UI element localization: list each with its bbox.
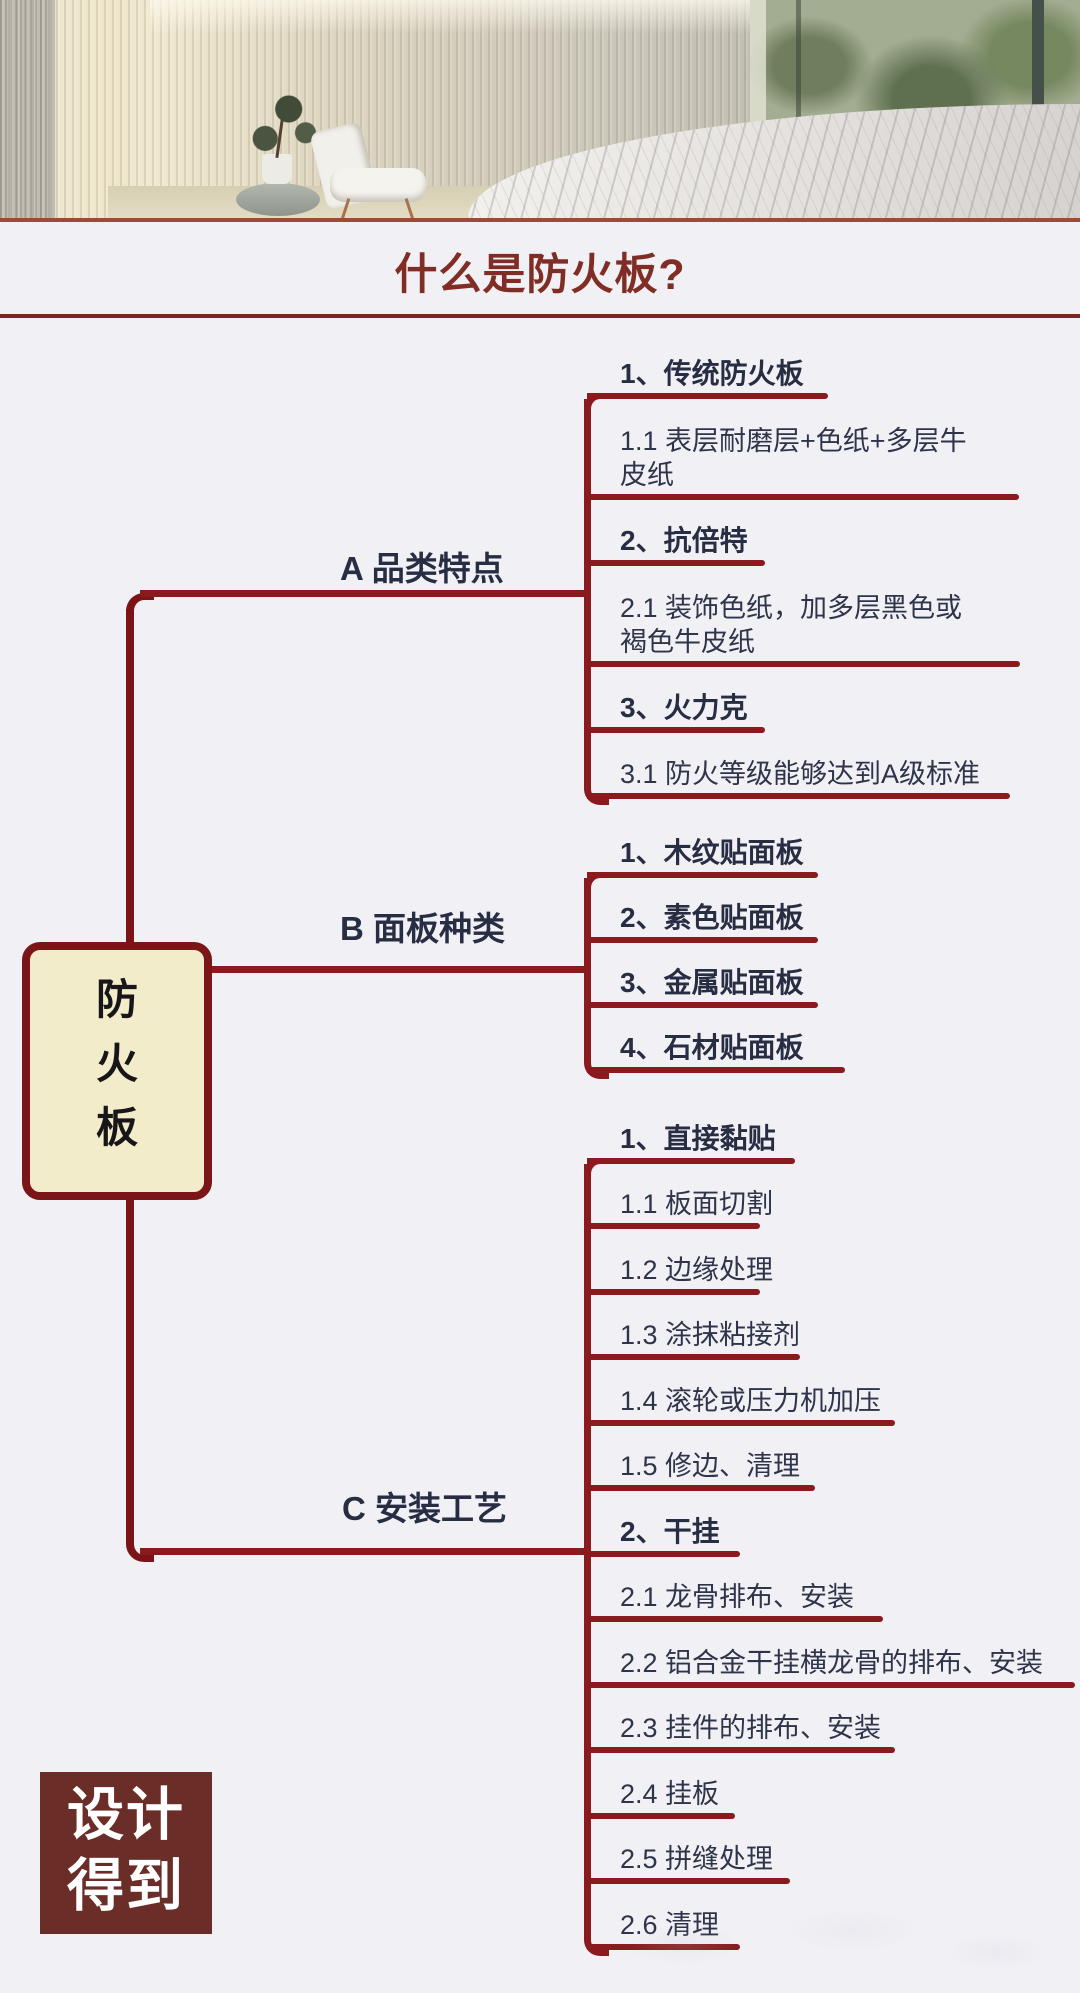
branch-b-vline — [584, 878, 591, 1061]
node-c1-1: 1.1 板面切割 — [587, 1187, 773, 1229]
branch-a-line — [140, 590, 590, 597]
branch-label-b: B 面板种类 — [340, 910, 505, 947]
node-b3: 3、金属贴面板 — [587, 966, 818, 1008]
branch-label-a: A 品类特点 — [340, 550, 504, 587]
cream-curtain-band — [55, 0, 127, 218]
connector-line — [587, 393, 828, 399]
node-a3-1: 3.1 防火等级能够达到A级标准 — [587, 757, 1010, 799]
connector-line — [587, 1616, 883, 1622]
brand-logo-text: 设计 得到 — [40, 1772, 212, 1922]
connector-line — [587, 1002, 818, 1008]
title-divider-line — [0, 314, 1080, 318]
node-c2-1: 2.1 龙骨排布、安装 — [587, 1580, 883, 1622]
connector-line — [587, 1682, 1075, 1688]
node-a2-1: 2.1 装饰色纸，加多层黑色或 褐色牛皮纸 — [587, 591, 1020, 667]
photo-banner — [0, 0, 1080, 218]
node-c2: 2、干挂 — [587, 1515, 740, 1557]
connector-line — [587, 494, 1019, 500]
connector-line — [587, 1551, 740, 1557]
lounge-chair-seat — [330, 168, 426, 202]
connector-line — [587, 1485, 815, 1491]
connector-line — [587, 1813, 735, 1819]
connector-line — [587, 937, 818, 943]
node-b1: 1、木纹贴面板 — [587, 836, 818, 878]
connector-line — [587, 1158, 795, 1164]
connector-line — [587, 1067, 845, 1073]
connector-line — [587, 872, 818, 878]
node-c1-2: 1.2 边缘处理 — [587, 1253, 773, 1295]
root-node: 防火板 — [22, 942, 212, 1200]
photo-divider-line — [0, 218, 1080, 222]
brand-logo-line1: 设计 — [67, 1783, 185, 1847]
node-c1: 1、直接黏贴 — [587, 1122, 795, 1164]
node-a3: 3、火力克 — [587, 691, 765, 733]
bonsai-plant — [240, 88, 324, 158]
connector-line — [587, 1223, 760, 1229]
plant-pot — [262, 154, 292, 184]
node-b2: 2、素色贴面板 — [587, 901, 818, 943]
connector-line — [587, 1420, 895, 1426]
branch-b-line — [210, 966, 590, 973]
branch-label-c: C 安装工艺 — [342, 1490, 507, 1527]
side-table — [236, 183, 320, 216]
connector-line — [587, 1747, 895, 1753]
branch-c-line — [140, 1548, 590, 1555]
page-title: 什么是防火板? — [394, 251, 686, 299]
branch-a-vline — [584, 399, 591, 789]
node-a1: 1、传统防火板 — [587, 357, 828, 399]
node-a2: 2、抗倍特 — [587, 524, 765, 566]
node-c1-5: 1.5 修边、清理 — [587, 1449, 815, 1491]
node-c1-3: 1.3 涂抹粘接剂 — [587, 1318, 800, 1360]
node-c2-2: 2.2 铝合金干挂横龙骨的排布、安装 — [587, 1646, 1075, 1688]
node-c2-3: 2.3 挂件的排布、安装 — [587, 1711, 895, 1753]
left-curtain — [0, 0, 58, 218]
node-c2-6: 2.6 清理 — [587, 1908, 740, 1950]
node-a1-1: 1.1 表层耐磨层+色纸+多层牛 皮纸 — [587, 424, 1019, 500]
connector-line — [587, 560, 765, 566]
connector-line — [587, 1289, 760, 1295]
faint-watermark — [600, 1890, 1060, 1990]
connector-line — [587, 661, 1020, 667]
connector-line — [587, 1944, 740, 1950]
root-label: 防火板 — [95, 976, 138, 1151]
node-c2-5: 2.5 拼缝处理 — [587, 1842, 790, 1884]
trunk-bottom-corner — [126, 1535, 154, 1562]
connector-line — [587, 727, 765, 733]
window-mullion — [796, 0, 801, 160]
connector-line — [587, 1354, 800, 1360]
ceiling-glow — [150, 0, 790, 34]
brand-logo-line2: 得到 — [67, 1854, 185, 1918]
node-c2-4: 2.4 挂板 — [587, 1777, 735, 1819]
node-c1-4: 1.4 滚轮或压力机加压 — [587, 1384, 895, 1426]
connector-line — [587, 1878, 790, 1884]
brand-logo: 设计 得到 — [40, 1772, 212, 1934]
node-b4: 4、石材贴面板 — [587, 1031, 845, 1073]
connector-line — [587, 793, 1010, 799]
